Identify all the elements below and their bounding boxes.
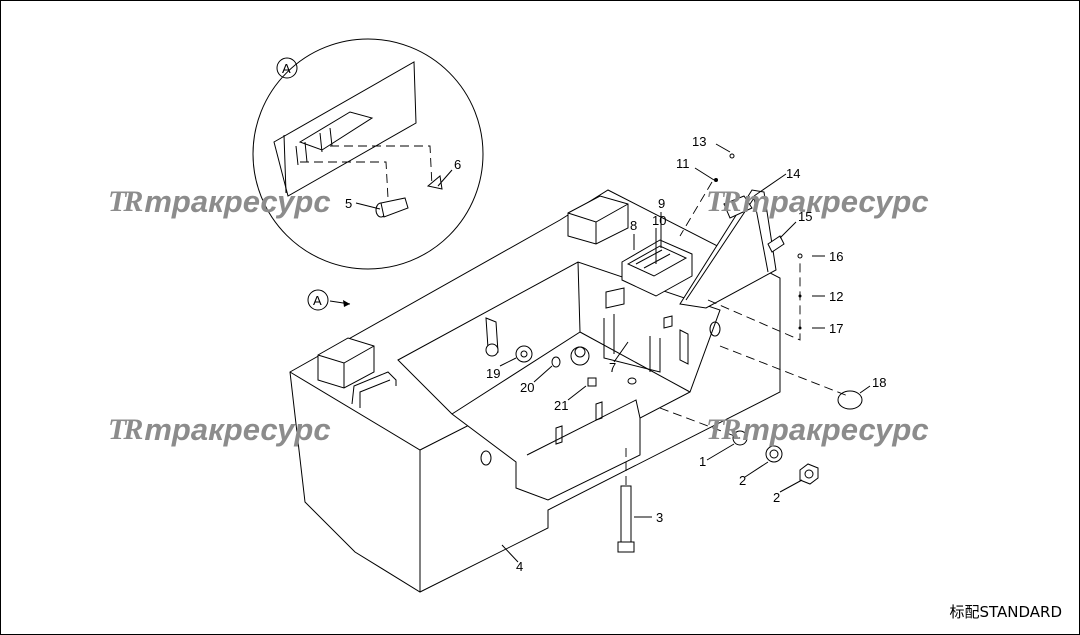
detail-marker-a-top bbox=[276, 57, 298, 79]
watermark-top-right: TR тракресурс bbox=[706, 184, 929, 220]
counterweight-body bbox=[289, 189, 781, 593]
detail-marker-a-bottom-label: A bbox=[313, 293, 322, 308]
callout-3: 3 bbox=[656, 510, 663, 525]
watermark-logo: TR bbox=[108, 185, 143, 218]
callout-13: 13 bbox=[692, 134, 706, 149]
callout-6: 6 bbox=[454, 157, 461, 172]
plug-18 bbox=[837, 390, 863, 410]
leader-lines bbox=[355, 143, 871, 563]
callout-2-locknut: 2 bbox=[773, 490, 780, 505]
callout-19: 19 bbox=[486, 366, 500, 381]
callout-15: 15 bbox=[798, 209, 812, 224]
callout-labels: 1 2 2 3 4 5 6 7 8 9 10 11 12 13 14 15 16… bbox=[282, 61, 886, 574]
watermark-logo: TR bbox=[108, 413, 143, 446]
detail-marker-a-top-label: A bbox=[282, 61, 291, 76]
callout-8: 8 bbox=[630, 218, 637, 233]
callout-1: 1 bbox=[699, 454, 706, 469]
watermark-text: тракресурс bbox=[742, 412, 929, 447]
callout-14: 14 bbox=[786, 166, 800, 181]
watermark-text: тракресурс bbox=[742, 184, 929, 219]
lid-assembly bbox=[621, 181, 801, 341]
callout-7: 7 bbox=[609, 360, 616, 375]
callout-10: 10 bbox=[652, 213, 666, 228]
watermark-text: тракресурс bbox=[144, 184, 331, 219]
watermark-text: тракресурс bbox=[144, 412, 331, 447]
callout-5: 5 bbox=[345, 196, 352, 211]
watermark-top-left: TR тракресурс bbox=[108, 184, 331, 220]
detail-view-a bbox=[252, 38, 484, 270]
callout-16: 16 bbox=[829, 249, 843, 264]
callout-17: 17 bbox=[829, 321, 843, 336]
callout-21: 21 bbox=[554, 398, 568, 413]
standard-label: 标配STANDARD bbox=[949, 603, 1062, 621]
watermark-logo: TR bbox=[706, 413, 741, 446]
bolt-3 bbox=[617, 448, 635, 553]
callout-9: 9 bbox=[658, 196, 665, 211]
callout-2-nut: 2 bbox=[739, 473, 746, 488]
callout-4: 4 bbox=[516, 559, 523, 574]
callout-20: 20 bbox=[520, 380, 534, 395]
callout-11: 11 bbox=[676, 156, 690, 171]
detail-marker-a-bottom bbox=[307, 289, 329, 311]
callout-18: 18 bbox=[872, 375, 886, 390]
watermark-bottom-right: TR тракресурс bbox=[706, 412, 929, 448]
callout-12: 12 bbox=[829, 289, 843, 304]
watermark-logo: TR bbox=[706, 185, 741, 218]
watermark-bottom-left: TR тракресурс bbox=[108, 412, 331, 448]
